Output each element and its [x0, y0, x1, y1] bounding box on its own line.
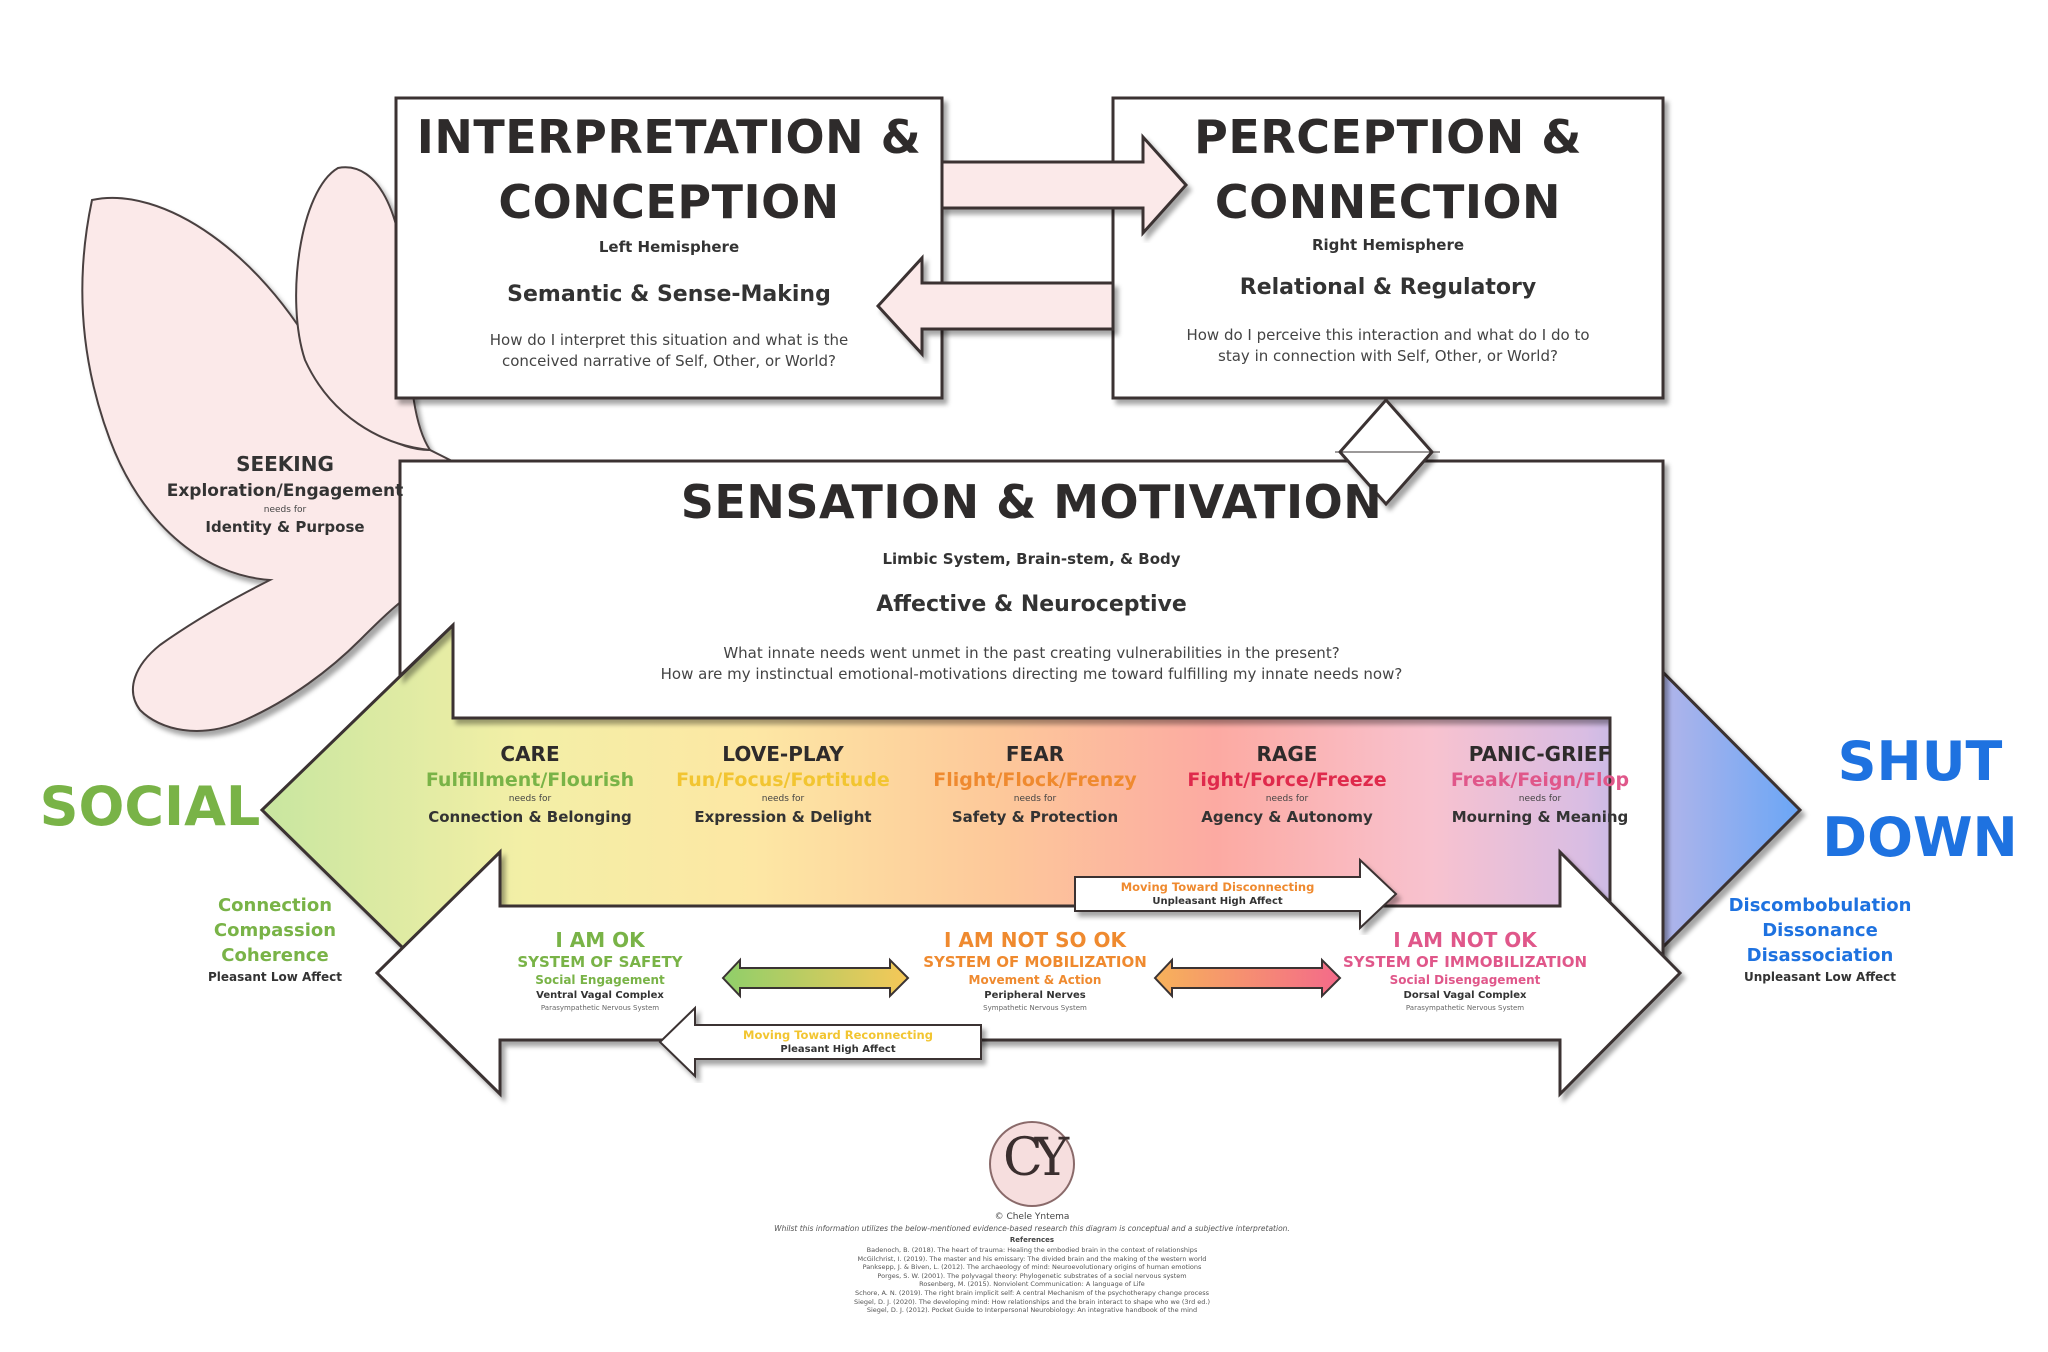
- emotion-needs-for: needs for: [1265, 794, 1309, 804]
- disconnecting-title: Moving Toward Disconnecting: [1120, 880, 1315, 894]
- emotion-name: CARE: [500, 742, 560, 766]
- state-system: SYSTEM OF MOBILIZATION: [923, 953, 1147, 971]
- emotion-need: Connection & Belonging: [428, 808, 632, 826]
- state-mode: Social Engagement: [535, 973, 665, 987]
- state-mode: Social Disengagement: [1389, 973, 1541, 987]
- emotion-needs-for: needs for: [1013, 794, 1057, 804]
- seeking-subtitle: Exploration/Engagement: [166, 481, 404, 501]
- perception-box: [1111, 96, 1665, 400]
- perception-title-2: CONNECTION: [1214, 175, 1562, 229]
- relational-regulatory: Relational & Regulatory: [1239, 275, 1537, 300]
- state-system: SYSTEM OF IMMOBILIZATION: [1342, 953, 1588, 971]
- disconnecting-affect: Unpleasant High Affect: [1152, 896, 1283, 907]
- emotion-name: RAGE: [1256, 742, 1318, 766]
- limbic-system-label: Limbic System, Brain-stem, & Body: [882, 550, 1181, 568]
- state-nervous-system: Sympathetic Nervous System: [983, 1004, 1087, 1012]
- emotion-name: FEAR: [1005, 742, 1065, 766]
- state-title: I AM OK: [555, 928, 645, 952]
- perception-question-1: How do I perceive this interaction and w…: [1186, 326, 1590, 344]
- perception-question-2: stay in connection with Self, Other, or …: [1218, 347, 1558, 365]
- perception-title-1: PERCEPTION &: [1194, 110, 1582, 164]
- mobilization-immobilization-arrow: [1153, 957, 1342, 999]
- state-nerve: Peripheral Nerves: [984, 990, 1086, 1001]
- emotion-modes: Fight/Force/Freeze: [1187, 769, 1387, 791]
- interpretation-question-2: conceived narrative of Self, Other, or W…: [502, 352, 836, 370]
- emotion-need: Mourning & Meaning: [1451, 808, 1629, 826]
- copyright: © Chele Yntema: [994, 1212, 1070, 1222]
- sensation-question-2: How are my instinctual emotional-motivat…: [660, 665, 1403, 683]
- reference: Siegel, D. J. (2012). Pocket Guide to In…: [866, 1306, 1198, 1315]
- shutdown-item-dissonance: Dissonance: [1762, 920, 1878, 941]
- disclaimer: Whilst this information utilizes the bel…: [774, 1224, 1290, 1233]
- social-item-connection: Connection: [217, 895, 333, 916]
- sensation-box: [398, 459, 1665, 962]
- arrow-to-perception: [940, 133, 1189, 237]
- state-nervous-system: Parasympathetic Nervous System: [1405, 1004, 1525, 1012]
- emotion-modes: Freak/Feign/Flop: [1450, 769, 1630, 791]
- shutdown-affect: Unpleasant Low Affect: [1743, 970, 1897, 984]
- social-item-coherence: Coherence: [221, 945, 329, 966]
- interpretation-title-2: CONCEPTION: [498, 175, 840, 229]
- emotion-needs-for: needs for: [761, 794, 805, 804]
- seeking-need: Identity & Purpose: [205, 518, 365, 536]
- interpretation-title-1: INTERPRETATION &: [416, 110, 922, 164]
- state-title: I AM NOT SO OK: [944, 928, 1126, 952]
- emotion-modes: Fulfillment/Flourish: [425, 769, 635, 791]
- state-system: SYSTEM OF SAFETY: [517, 953, 683, 971]
- emotion-modes: Fun/Focus/Fortitude: [676, 769, 890, 791]
- semantic-sense-making: Semantic & Sense-Making: [507, 282, 831, 307]
- social-label: SOCIAL: [39, 775, 261, 838]
- emotion-name: LOVE-PLAY: [722, 742, 844, 766]
- logo-circle: [989, 1121, 1075, 1207]
- reference: McGilchrist, I. (2019). The master and h…: [857, 1254, 1207, 1263]
- reference: Siegel, D. J. (2020). The developing min…: [853, 1297, 1211, 1306]
- shutdown-item-disassociation: Disassociation: [1746, 945, 1894, 966]
- emotion-name: PANIC-GRIEF: [1468, 742, 1612, 766]
- reference: Schore, A. N. (2019). The right brain im…: [855, 1288, 1209, 1297]
- state-nervous-system: Parasympathetic Nervous System: [540, 1004, 660, 1012]
- emotion-modes: Flight/Flock/Frenzy: [933, 769, 1137, 791]
- emotion-need: Safety & Protection: [951, 808, 1119, 826]
- social-affect: Pleasant Low Affect: [208, 970, 342, 984]
- seeking-title: SEEKING: [236, 452, 334, 476]
- reference: Rosenberg, M. (2015). Nonviolent Communi…: [919, 1280, 1145, 1289]
- references-list: Badenoch, B. (2018). The heart of trauma…: [732, 1246, 1332, 1315]
- seeking-needs-for: needs for: [263, 505, 307, 515]
- social-item-compassion: Compassion: [213, 920, 337, 941]
- emotion-need: Expression & Delight: [694, 808, 872, 826]
- reference: Panksepp, J. & Biven, L. (2012). The arc…: [862, 1263, 1202, 1272]
- affective-neuroceptive: Affective & Neuroceptive: [876, 592, 1187, 617]
- interpretation-box: [394, 96, 944, 400]
- state-title: I AM NOT OK: [1393, 928, 1537, 952]
- reference: Badenoch, B. (2018). The heart of trauma…: [866, 1246, 1198, 1254]
- arrow-to-interpretation: [875, 254, 1115, 358]
- sensation-title: SENSATION & MOTIVATION: [680, 475, 1383, 529]
- disconnecting-arrow: [1074, 857, 1398, 931]
- sensation-question-1: What innate needs went unmet in the past…: [723, 644, 1340, 662]
- interpretation-question-1: How do I interpret this situation and wh…: [489, 331, 849, 349]
- shutdown-item-discombobulation: Discombobulation: [1728, 895, 1912, 916]
- reference: Porges, S. W. (2001). The polyvagal theo…: [877, 1271, 1187, 1280]
- references-title: References: [1009, 1236, 1055, 1244]
- reconnecting-title: Moving Toward Reconnecting: [743, 1028, 933, 1042]
- state-nerve: Ventral Vagal Complex: [536, 990, 664, 1001]
- left-hemisphere-label: Left Hemisphere: [598, 238, 740, 256]
- right-hemisphere-label: Right Hemisphere: [1311, 236, 1465, 254]
- logo-monogram: CY: [1002, 1128, 1069, 1188]
- emotion-needs-for: needs for: [1518, 794, 1562, 804]
- shutdown-label-2: DOWN: [1822, 806, 2018, 869]
- state-mode: Movement & Action: [968, 973, 1102, 987]
- emotion-needs-for: needs for: [508, 794, 552, 804]
- emotion-need: Agency & Autonomy: [1201, 808, 1373, 826]
- state-nerve: Dorsal Vagal Complex: [1403, 990, 1527, 1001]
- reconnecting-arrow: [658, 1005, 982, 1079]
- reconnecting-affect: Pleasant High Affect: [780, 1044, 896, 1055]
- safety-mobilization-arrow: [721, 957, 910, 999]
- shutdown-label-1: SHUT: [1837, 730, 2003, 793]
